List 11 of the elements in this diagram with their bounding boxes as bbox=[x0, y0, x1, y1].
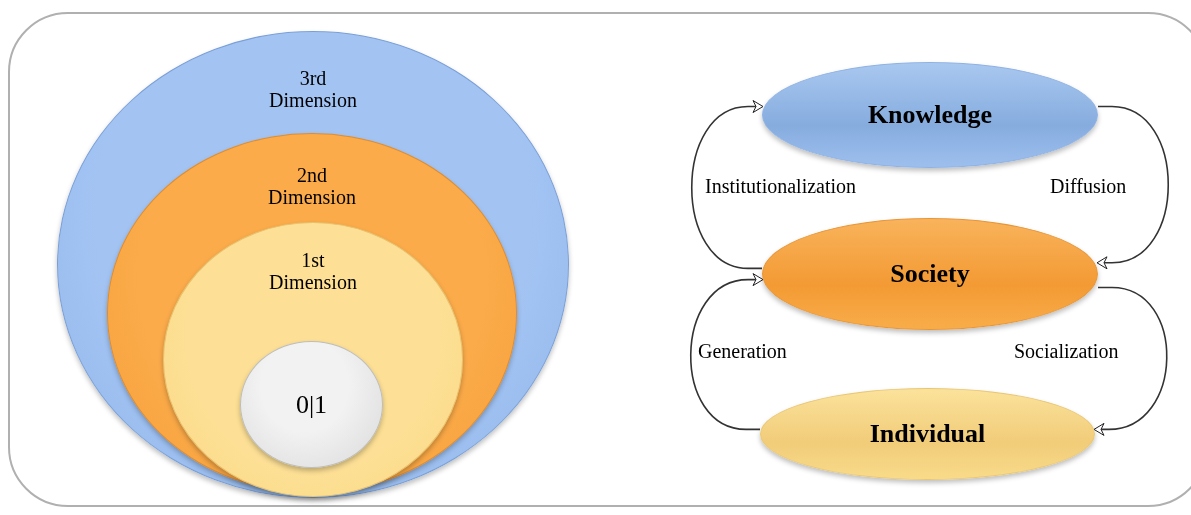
concept-label: Society bbox=[890, 263, 970, 285]
concept-label: Knowledge bbox=[867, 104, 993, 126]
curved-arrow bbox=[690, 100, 764, 270]
dimension-label: 3rd Dimension bbox=[268, 67, 358, 111]
dimension-label: 2nd Dimension bbox=[267, 164, 357, 208]
dimension-label: 1st Dimension bbox=[268, 249, 358, 293]
curved-arrow bbox=[1096, 105, 1170, 270]
concept-label: Individual bbox=[869, 423, 986, 445]
dimension-label: 0|1 bbox=[295, 393, 328, 416]
curved-arrow bbox=[689, 273, 764, 431]
curved-arrow bbox=[1093, 286, 1168, 436]
